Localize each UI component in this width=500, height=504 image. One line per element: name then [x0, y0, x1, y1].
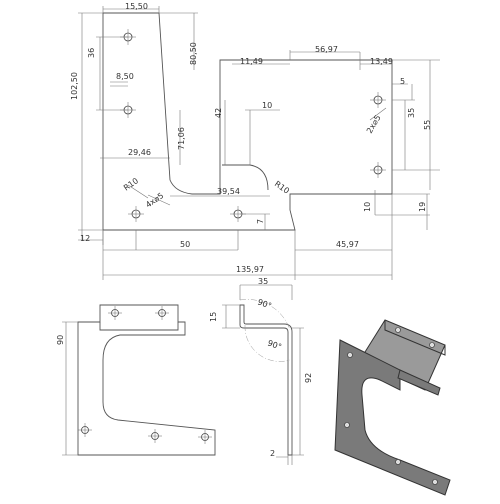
- angle-arc-upper: [239, 299, 291, 331]
- dim-29-46: 29,46: [128, 148, 151, 157]
- dim-5: 5: [400, 77, 405, 86]
- hole: [395, 327, 401, 333]
- dim-10-lower: 10: [363, 202, 372, 212]
- dim-39-54: 39,54: [217, 187, 240, 196]
- hole: [344, 422, 350, 428]
- dim-r10-left: R10: [122, 176, 140, 192]
- dim-10-upper: 10: [262, 101, 272, 110]
- top-view: 15,50 36 102,50 80,50 8,50 11,49 56,97 1…: [70, 2, 440, 280]
- dim-8-50: 8,50: [116, 72, 134, 81]
- front-view-holes: [78, 306, 212, 444]
- hole: [432, 479, 438, 485]
- inner-bend-curve: [222, 164, 269, 191]
- dim-50: 50: [180, 240, 190, 249]
- front-view-flange-edge: [99, 322, 179, 331]
- dim-36: 36: [87, 48, 96, 58]
- iso-holes: [344, 327, 438, 485]
- top-view-outline: [102, 12, 393, 231]
- dim-15: 15: [209, 312, 218, 322]
- dim-55: 55: [423, 120, 432, 130]
- dim-71-06: 71,06: [177, 127, 186, 150]
- top-view-dimension-text: 15,50 36 102,50 80,50 8,50 11,49 56,97 1…: [70, 2, 432, 274]
- dim-15-50: 15,50: [125, 2, 148, 11]
- front-view-outline: [77, 304, 216, 456]
- front-view: 90: [56, 304, 216, 456]
- side-view-dim-lines: [222, 284, 304, 465]
- dim-102-50: 102,50: [70, 72, 79, 100]
- top-view-dimension-lines: [78, 6, 440, 280]
- dim-80-50: 80,50: [189, 42, 198, 65]
- isometric-view: [334, 319, 451, 496]
- dim-92: 92: [304, 373, 313, 383]
- dim-12: 12: [80, 234, 90, 243]
- dim-r10-right: R10: [273, 179, 291, 195]
- iso-flange-face: [397, 369, 441, 396]
- front-view-dim-line: [62, 321, 78, 456]
- top-view-holes: [120, 29, 386, 222]
- dim-19: 19: [418, 202, 427, 212]
- hole: [395, 459, 401, 465]
- dim-90: 90: [56, 335, 65, 345]
- iso-main-plate: [334, 339, 451, 496]
- angle-90-lower: 90°: [266, 338, 282, 351]
- dim-56-97: 56,97: [315, 45, 338, 54]
- dim-135-97: 135,97: [236, 265, 264, 274]
- dim-7: 7: [256, 219, 265, 224]
- side-view-profile: [239, 304, 293, 456]
- side-view: 35 15 90° 90° 92 2: [209, 277, 313, 465]
- angle-arc-lower: [244, 324, 291, 362]
- angle-90-upper: 90°: [256, 297, 272, 310]
- dim-2: 2: [270, 449, 275, 458]
- hole: [347, 352, 353, 358]
- label-2x-holes: 2x⌀5: [365, 113, 383, 135]
- dim-35: 35: [407, 108, 416, 118]
- dim-11-49: 11,49: [240, 57, 263, 66]
- dim-42: 42: [214, 108, 223, 118]
- label-4x-holes: 4x⌀5: [144, 191, 165, 210]
- dim-45-97: 45,97: [336, 240, 359, 249]
- dim-35-side: 35: [258, 277, 268, 286]
- iso-flange-edge: [384, 320, 446, 356]
- dim-13-49: 13,49: [370, 57, 393, 66]
- hole: [429, 342, 435, 348]
